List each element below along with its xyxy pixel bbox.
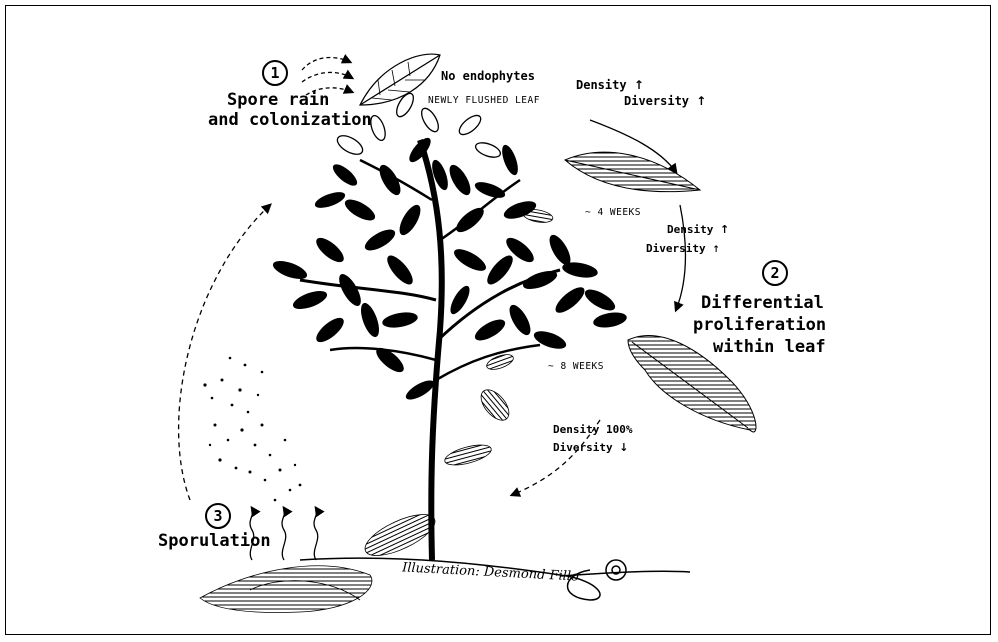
up-arrow-icon: ↑ [696, 94, 706, 108]
trend1-density: Density ↑ [576, 79, 644, 93]
trend2-density: Density ↑ [667, 224, 729, 237]
leaf-status-label: No endophytes [441, 70, 535, 84]
stage-1-line1: Spore rain [227, 91, 329, 111]
up-arrow-icon: ↑ [720, 223, 729, 236]
stage-3-label: Sporulation [158, 532, 271, 552]
newly-flushed-leaf-caption: NEWLY FLUSHED LEAF [428, 96, 540, 107]
stage-2-line2: proliferation [693, 316, 826, 336]
stage-2-line3: within leaf [713, 338, 826, 358]
stage-1-line2: and colonization [208, 111, 372, 131]
spore-cloud [203, 357, 301, 502]
time-8-weeks: ~ 8 WEEKS [548, 362, 604, 373]
trend3-diversity: Diversity ↓ [553, 442, 628, 455]
up-arrow-icon: ↑ [712, 245, 720, 255]
up-arrow-icon: ↑ [634, 78, 644, 92]
stage-2-marker: 2 [762, 260, 788, 286]
time-4-weeks: ~ 4 WEEKS [585, 208, 641, 219]
stage-2-line1: Differential [701, 294, 824, 314]
leaf-4-weeks-drawing [565, 152, 700, 191]
down-arrow-icon: ↓ [619, 441, 628, 454]
trend3-density: Density 100% [553, 424, 632, 437]
trend1-diversity: Diversity ↑ [624, 95, 706, 109]
stage-3-marker: 3 [205, 503, 231, 529]
stage-1-marker: 1 [262, 60, 288, 86]
trend2-diversity: Diversity ↑ [646, 243, 720, 256]
